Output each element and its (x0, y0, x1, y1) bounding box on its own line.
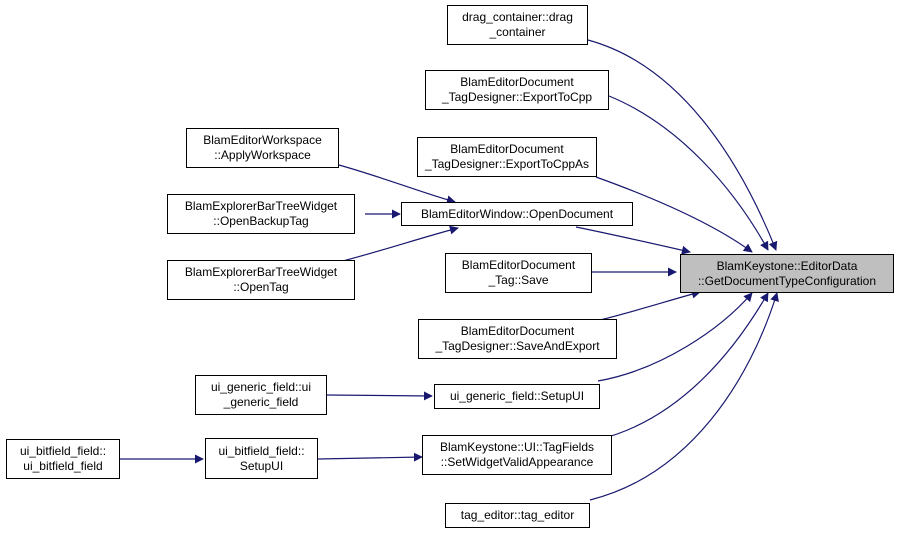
node-label-line1: BlamExplorerBarTreeWidget (184, 199, 338, 213)
edge-export-to-cpp-as-to-target (595, 176, 753, 253)
edge-tag-editor-to-target (589, 292, 779, 501)
node-label-line1: ui_bitfield_field:: (19, 444, 107, 458)
node-save-and-export[interactable]: BlamEditorDocument _TagDesigner::SaveAnd… (418, 319, 617, 359)
edge-drag-container-to-target (587, 39, 778, 251)
node-export-to-cpp-as[interactable]: BlamEditorDocument _TagDesigner::ExportT… (417, 137, 597, 177)
node-label-line2: _Tag::Save (488, 273, 549, 287)
node-label-line1: ui_bitfield_field:: (218, 443, 305, 458)
node-label-line2: _TagDesigner::SaveAndExport (435, 339, 600, 353)
node-label-line1: drag_container::drag (462, 10, 573, 24)
node-export-to-cpp[interactable]: BlamEditorDocument _TagDesigner::ExportT… (425, 70, 609, 110)
node-drag-container[interactable]: drag_container::drag _container (447, 5, 588, 45)
node-label-line2: _container (489, 25, 546, 39)
node-label-line1: BlamEditorDocument (460, 324, 575, 338)
node-bitfield-ctor[interactable]: ui_bitfield_field:: ui_bitfield_field (6, 439, 120, 479)
node-get-document-type-configuration: BlamKeystone::EditorData ::GetDocumentTy… (680, 254, 894, 293)
node-label-line2: ::SetWidgetValidAppearance (440, 455, 594, 469)
node-label-line1: BlamKeystone::UI::TagFields (439, 440, 595, 454)
edge-set-widget-valid-to-target (596, 292, 769, 441)
node-label-line2: SetupUI (239, 458, 284, 473)
node-label-line2: _generic_field (223, 395, 299, 409)
node-open-document[interactable]: BlamEditorWindow::OpenDocument (401, 202, 633, 226)
edge-apply-workspace-to-open-document (338, 164, 456, 205)
node-label-line2: ::OpenTag (233, 280, 289, 294)
edge-bitfield-setup-ui-to-set-widget-valid (317, 452, 423, 462)
node-label-line1: BlamEditorWorkspace (203, 133, 322, 147)
node-open-backup-tag[interactable]: BlamExplorerBarTreeWidget ::OpenBackupTa… (167, 194, 355, 234)
node-label-line1: BlamEditorDocument (450, 142, 564, 156)
node-set-widget-valid-appearance[interactable]: BlamKeystone::UI::TagFields ::SetWidgetV… (422, 435, 612, 475)
node-open-tag[interactable]: BlamExplorerBarTreeWidget ::OpenTag (167, 260, 355, 300)
node-label-line2: ui_bitfield_field (23, 459, 103, 473)
node-label-line2: _TagDesigner::ExportToCpp (441, 90, 593, 104)
edge-generic-ctor-to-generic-setup-ui (326, 391, 433, 401)
node-bitfield-setup-ui[interactable]: ui_bitfield_field:: SetupUI (205, 438, 318, 479)
edge-generic-setup-ui-to-target (597, 292, 753, 382)
node-label-line2: ::OpenBackupTag (213, 214, 309, 228)
edge-save-and-export-to-target (599, 289, 701, 321)
node-label-line1: BlamEditorDocument (461, 258, 576, 272)
node-label-line1: BlamExplorerBarTreeWidget (184, 265, 338, 279)
node-label-line1: BlamKeystone::EditorData (716, 258, 858, 273)
node-label-line2: ::ApplyWorkspace (214, 148, 311, 162)
node-label-line1: BlamEditorWindow::OpenDocument (420, 206, 614, 221)
edge-open-tag-to-open-document (338, 225, 459, 263)
node-label-line1: ui_generic_field::SetupUI (449, 389, 585, 403)
node-generic-ctor[interactable]: ui_generic_field::ui _generic_field (195, 375, 327, 415)
node-label-line1: BlamEditorDocument (460, 75, 574, 89)
edge-export-to-cpp-to-target (608, 95, 769, 251)
node-tag-editor[interactable]: tag_editor::tag_editor (445, 503, 590, 528)
node-apply-workspace[interactable]: BlamEditorWorkspace ::ApplyWorkspace (186, 128, 339, 168)
node-label-line2: _TagDesigner::ExportToCppAs (424, 157, 590, 171)
node-label-line2: ::GetDocumentTypeConfiguration (697, 273, 877, 288)
edge-open-document-to-target (575, 226, 691, 255)
node-tag-save[interactable]: BlamEditorDocument _Tag::Save (445, 253, 592, 293)
node-generic-setup-ui[interactable]: ui_generic_field::SetupUI (434, 384, 600, 409)
node-label-line1: tag_editor::tag_editor (460, 508, 575, 522)
node-label-line1: ui_generic_field::ui (210, 380, 312, 394)
